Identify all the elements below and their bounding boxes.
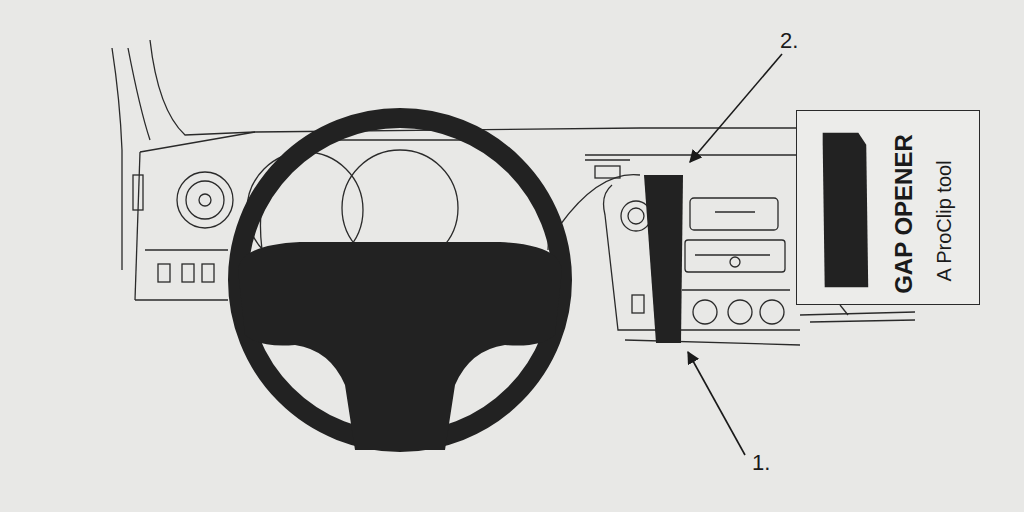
tool-box: GAP OPENER A ProClip tool [796, 110, 980, 305]
tool-subtitle: A ProClip tool [934, 160, 954, 281]
callout-number: 2. [780, 30, 798, 52]
tool-name: GAP OPENER [892, 134, 916, 294]
callout-number: 1. [752, 452, 770, 474]
